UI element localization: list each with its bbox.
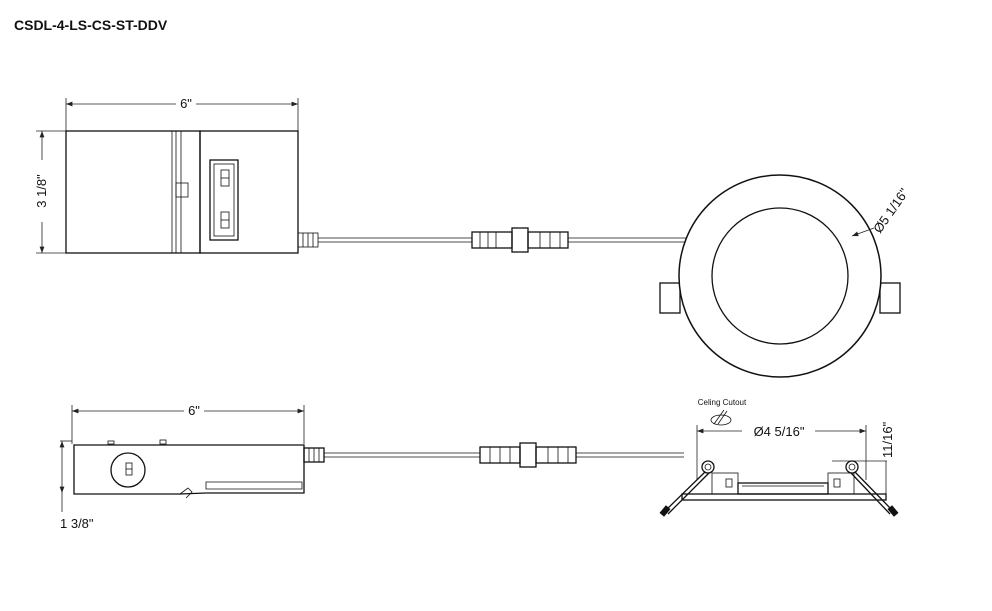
downlight-side-view: Celing Cutout Ø4 5/16" 11/16"	[659, 398, 899, 517]
top-width-label: 6"	[180, 96, 192, 111]
cutout-diameter-label: Ø4 5/16"	[754, 424, 805, 439]
side-height-label: 1 3/8"	[60, 516, 94, 531]
ceiling-cutout-icon	[710, 409, 732, 426]
junction-box-side-view: 6" 1 3/8"	[59, 403, 305, 531]
top-height-label: 3 1/8"	[34, 174, 49, 208]
downlight-top-view: Ø5 1/16"	[659, 174, 912, 378]
drawing-title: CSDL-4-LS-CS-ST-DDV	[14, 17, 168, 33]
cable-side-view	[303, 442, 684, 468]
trim-diameter-label: Ø5 1/16"	[870, 185, 912, 236]
ceiling-cutout-label: Celing Cutout	[698, 398, 747, 407]
cable-top-view	[297, 227, 690, 253]
junction-box-top-view: 6" 3 1/8"	[34, 96, 299, 254]
side-width-label: 6"	[188, 403, 200, 418]
trim-height-label: 11/16"	[880, 421, 895, 458]
